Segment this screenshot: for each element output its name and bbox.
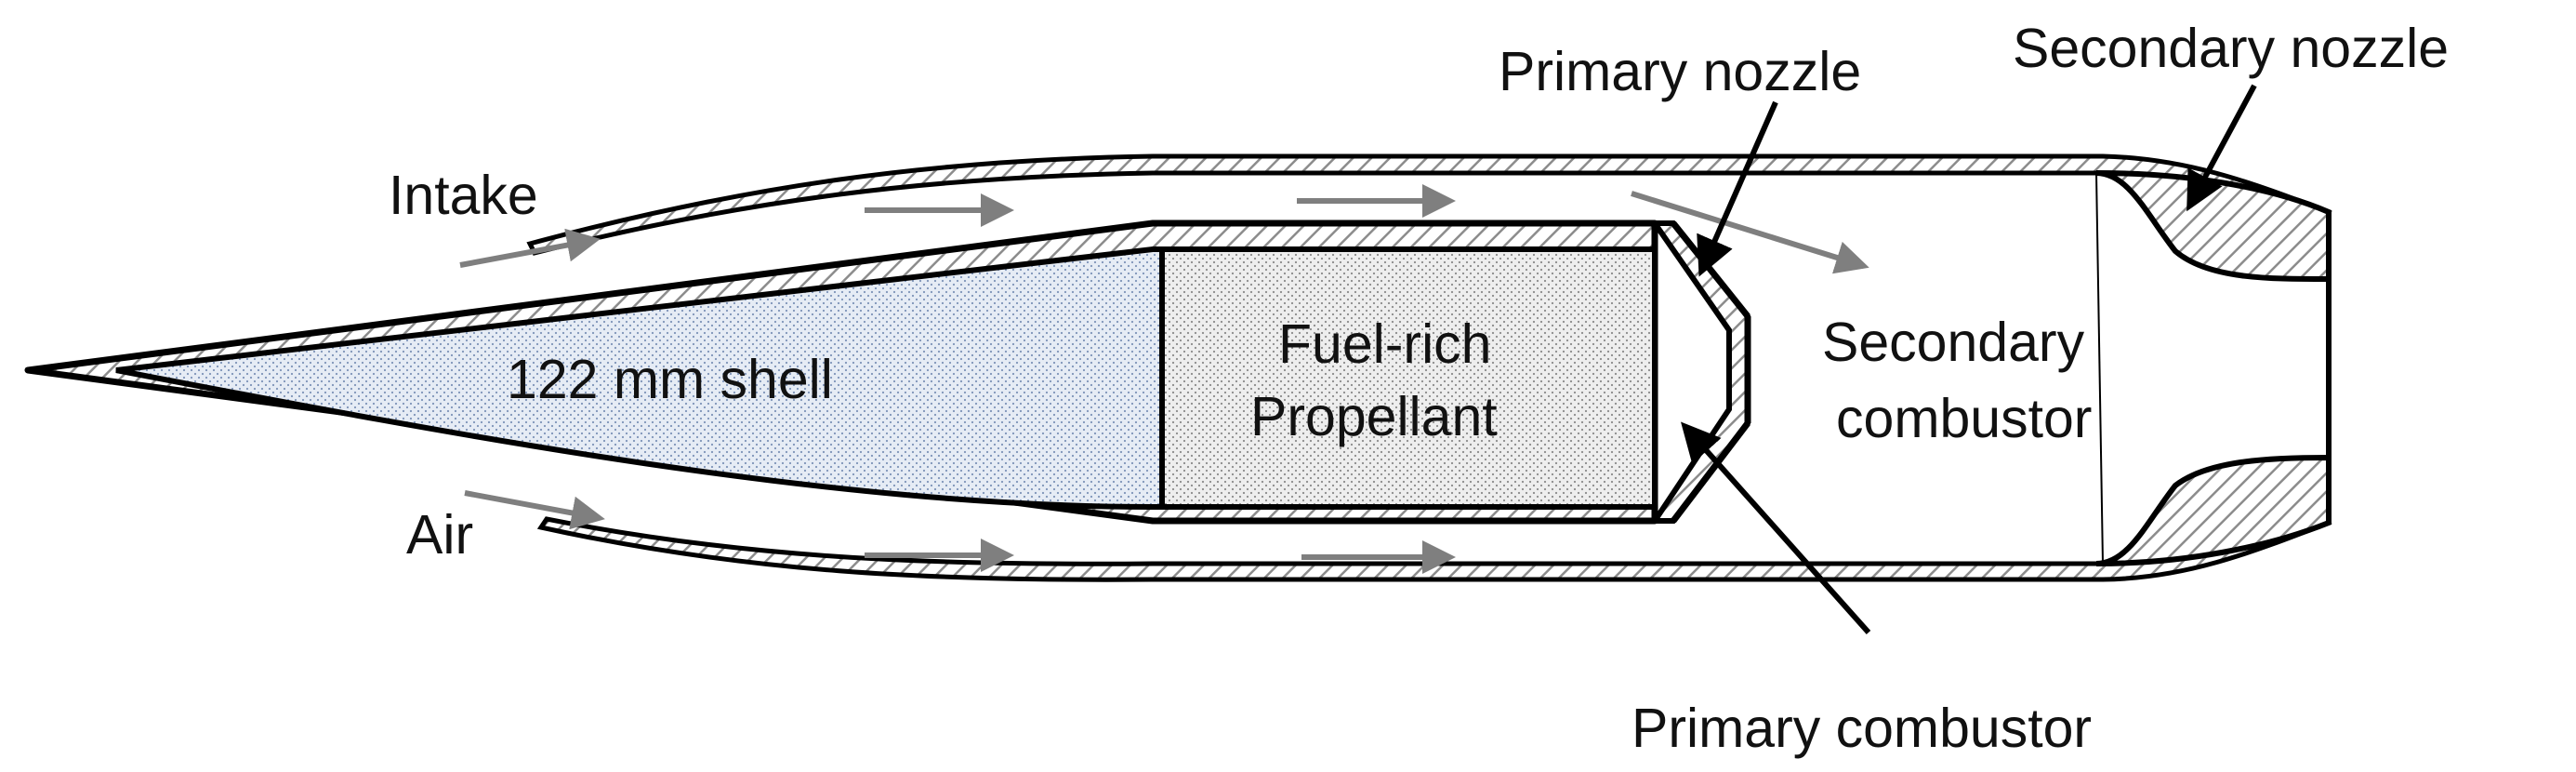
label-propellant-line1: Fuel-rich: [1278, 313, 1492, 375]
flow-arrow-top-3: [1631, 191, 1869, 274]
leader-primary-combustor: [1681, 421, 1871, 634]
shell-body: [115, 246, 1165, 510]
label-secondary-nozzle: Secondary nozzle: [2013, 18, 2449, 79]
label-air: Air: [406, 504, 473, 566]
primary-nozzle-inner-3: [1671, 420, 1750, 524]
label-secondary-combustor-line1: Secondary: [1822, 312, 2085, 373]
label-secondary-combustor-line2: combustor: [1836, 388, 2092, 449]
combustor-end-line: [2095, 172, 2104, 565]
propellant-grain: [1159, 246, 1658, 510]
label-propellant-line2: Propellant: [1250, 386, 1498, 447]
secondary-nozzle-bottom: [2095, 454, 2332, 566]
outer-casing-bottom-wall: [536, 511, 2332, 582]
label-primary-nozzle: Primary nozzle: [1499, 41, 1861, 102]
label-primary-combustor: Primary combustor: [1631, 698, 2092, 759]
leader-secondary-nozzle: [2186, 84, 2257, 212]
secondary-nozzle-top: [2095, 170, 2332, 283]
label-intake: Intake: [389, 165, 538, 226]
leader-primary-nozzle: [1697, 100, 1778, 277]
flow-arrow-intake-top: [459, 228, 601, 268]
label-shell: 122 mm shell: [507, 349, 833, 410]
flow-arrow-air-bottom: [464, 490, 605, 530]
